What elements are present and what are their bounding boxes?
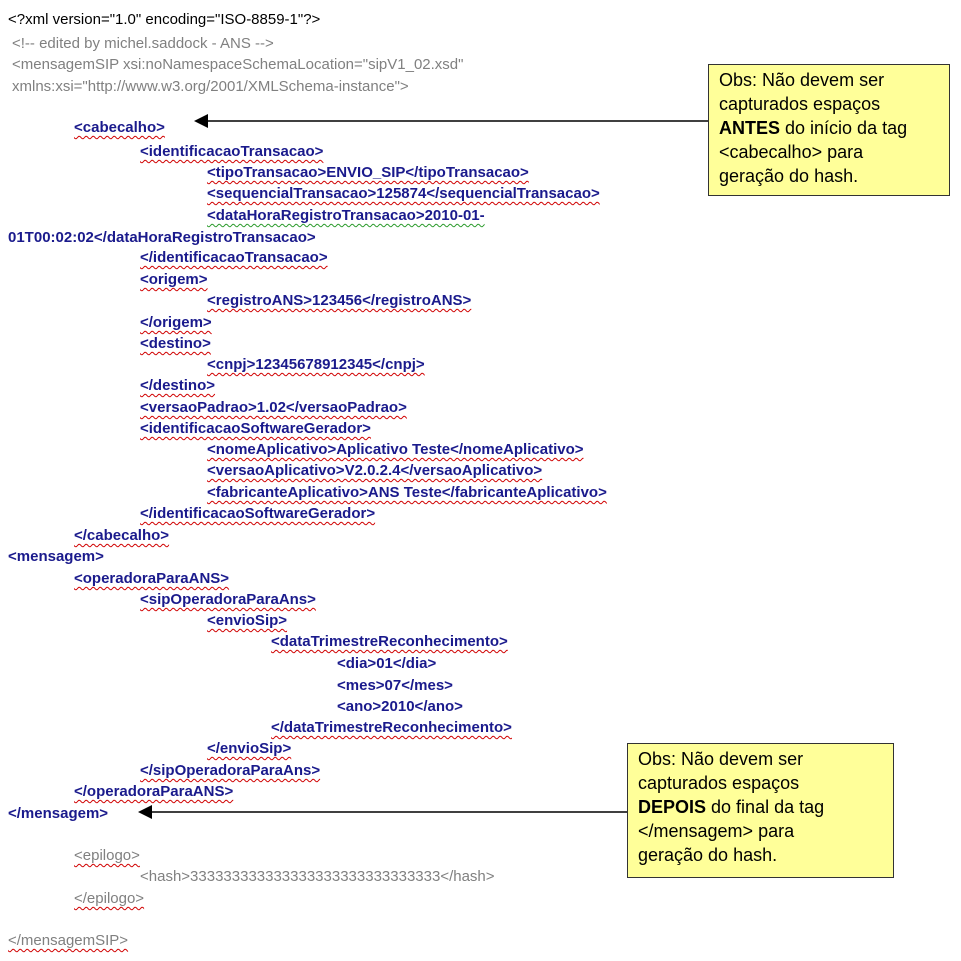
note-antes-line-1: Obs: Não devem ser — [719, 70, 885, 90]
sip-operadora-open-tag: <sipOperadoraParaAns> — [140, 591, 316, 608]
sequencial-transacao-element: <sequencialTransacao>125874</sequencialT… — [207, 185, 600, 202]
identificacao-software-open-tag: <identificacaoSoftwareGerador> — [140, 420, 371, 437]
note-antes: Obs: Não devem ser capturados espaços AN… — [708, 64, 950, 196]
mensagem-open-tag: <mensagem> — [8, 548, 104, 565]
versao-padrao-element: <versaoPadrao>1.02</versaoPadrao> — [140, 399, 407, 416]
identificacao-transacao-open-tag: <identificacaoTransacao> — [140, 143, 324, 160]
dia-element: <dia>01</dia> — [337, 655, 437, 672]
note-antes-line-5: geração do hash. — [719, 166, 859, 186]
nome-aplicativo-element: <nomeAplicativo>Aplicativo Teste</nomeAp… — [207, 441, 584, 458]
envio-sip-close-tag: </envioSip> — [207, 740, 292, 757]
envio-sip-open-tag: <envioSip> — [207, 612, 288, 629]
data-hora-registro-line-1: <dataHoraRegistroTransacao>2010-01- — [207, 207, 485, 224]
origem-close-tag: </origem> — [140, 314, 212, 331]
versao-aplicativo-element: <versaoAplicativo>V2.0.2.4</versaoAplica… — [207, 462, 543, 479]
note-depois: Obs: Não devem ser capturados espaços DE… — [627, 743, 894, 878]
note-depois-line-4: </mensagem> para — [638, 821, 795, 841]
root-open-line-1: <mensagemSIP xsi:noNamespaceSchemaLocati… — [12, 56, 464, 73]
root-close-tag: </mensagemSIP> — [8, 932, 129, 949]
cabecalho-open-tag: <cabecalho> — [74, 119, 165, 136]
arrow-bottom-head — [138, 805, 152, 819]
epilogo-open-tag: <epilogo> — [74, 847, 140, 864]
operadora-para-ans-open-tag: <operadoraParaANS> — [74, 570, 230, 587]
root-open-line-2: xmlns:xsi="http://www.w3.org/2001/XMLSch… — [12, 78, 409, 95]
xml-comment: <!-- edited by michel.saddock - ANS --> — [12, 35, 274, 52]
note-depois-line-5: geração do hash. — [638, 845, 778, 865]
note-antes-bold: ANTES — [719, 118, 781, 138]
note-antes-line-3-rest: do início da tag — [780, 118, 908, 138]
epilogo-close-tag: </epilogo> — [74, 890, 145, 907]
ano-element: <ano>2010</ano> — [337, 698, 463, 715]
data-hora-registro-line-2: 01T00:02:02</dataHoraRegistroTransacao> — [8, 229, 316, 246]
origem-open-tag: <origem> — [140, 271, 208, 288]
identificacao-software-close-tag: </identificacaoSoftwareGerador> — [140, 505, 376, 522]
data-trimestre-close-tag: </dataTrimestreReconhecimento> — [271, 719, 512, 736]
xml-declaration: <?xml version="1.0" encoding="ISO-8859-1… — [8, 11, 321, 28]
identificacao-transacao-close-tag: </identificacaoTransacao> — [140, 249, 328, 266]
arrow-top-head — [194, 114, 208, 128]
note-depois-line-1: Obs: Não devem ser — [638, 749, 804, 769]
note-depois-bold: DEPOIS — [638, 797, 707, 817]
destino-close-tag: </destino> — [140, 377, 216, 394]
note-depois-line-3: DEPOIS do final da tag — [638, 795, 883, 819]
fabricante-aplicativo-element: <fabricanteAplicativo>ANS Teste</fabrica… — [207, 484, 607, 501]
registro-ans-element: <registroANS>123456</registroANS> — [207, 292, 472, 309]
sip-operadora-close-tag: </sipOperadoraParaAns> — [140, 762, 321, 779]
tipo-transacao-element: <tipoTransacao>ENVIO_SIP</tipoTransacao> — [207, 164, 529, 181]
hash-element: <hash>333333333333333333333333333333</ha… — [140, 868, 495, 885]
note-depois-line-3-rest: do final da tag — [706, 797, 825, 817]
cabecalho-close-tag: </cabecalho> — [74, 527, 170, 544]
destino-open-tag: <destino> — [140, 335, 211, 352]
note-antes-line-4: <cabecalho> para — [719, 142, 864, 162]
note-depois-line-2: capturados espaços — [638, 773, 800, 793]
operadora-para-ans-close-tag: </operadoraParaANS> — [74, 783, 234, 800]
data-trimestre-open-tag: <dataTrimestreReconhecimento> — [271, 633, 508, 650]
note-antes-line-3: ANTES do início da tag — [719, 116, 939, 140]
mes-element: <mes>07</mes> — [337, 677, 453, 694]
mensagem-close-tag: </mensagem> — [8, 805, 109, 822]
cnpj-element: <cnpj>12345678912345</cnpj> — [207, 356, 425, 373]
note-antes-line-2: capturados espaços — [719, 94, 881, 114]
